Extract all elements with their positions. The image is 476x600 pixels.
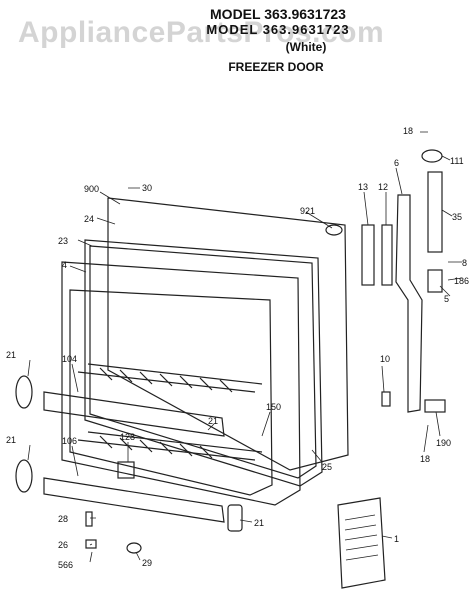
part-label-6: 6: [394, 158, 399, 168]
part-label-10: 10: [380, 354, 390, 364]
part-label-1: 1: [394, 534, 399, 544]
part-label-30: 30: [142, 183, 152, 193]
part-label-900: 900: [84, 184, 99, 194]
manual-lines: [344, 514, 379, 561]
shelf-end-cap-right: [227, 504, 243, 532]
part-label-104: 104: [62, 354, 77, 364]
leader-lines: [27, 131, 463, 563]
door-liner-inner: [69, 289, 273, 496]
hinge-strip-12: [381, 224, 393, 286]
hinge-pin-10: [381, 391, 391, 407]
part-label-106: 106: [62, 436, 77, 446]
part-label-186: 186: [454, 276, 469, 286]
hinge-block-190: [424, 399, 446, 413]
shelf-bar-upper: [43, 391, 225, 437]
part-label-566: 566: [58, 560, 73, 570]
part-label-921: 921: [300, 206, 315, 216]
color-label: (White): [285, 40, 327, 54]
part-label-13: 13: [358, 182, 368, 192]
watermark: AppliancePartsPros.com: [18, 16, 385, 49]
part-label-4: 4: [62, 260, 67, 270]
part-label-21-left-upper: 21: [6, 350, 16, 360]
part-label-26: 26: [58, 540, 68, 550]
part-label-21-left-lower: 21: [6, 435, 16, 445]
part-label-150: 150: [266, 402, 281, 412]
part-label-190: 190: [436, 438, 451, 448]
clip-128: [117, 461, 135, 479]
hinge-arm-6: [395, 194, 423, 413]
plug-29: [126, 542, 142, 554]
part-label-12: 12: [378, 182, 388, 192]
lower-shelf-ribs: [77, 431, 263, 461]
part-label-21-center: 21: [208, 416, 218, 426]
part-label-18-top: 18: [403, 126, 413, 136]
part-label-8: 8: [462, 258, 467, 268]
door-gasket-inner: [89, 245, 317, 479]
screw-26: [85, 539, 97, 549]
door-liner: [61, 261, 301, 506]
owner-manual: [337, 497, 386, 589]
part-label-111: 111: [450, 156, 464, 166]
hinge-cap-111: [421, 149, 443, 163]
part-label-25: 25: [322, 462, 332, 472]
shelf-end-cap-left-upper: [15, 375, 33, 409]
part-label-24: 24: [84, 214, 94, 224]
part-label-21-right: 21: [254, 518, 264, 528]
model-number: MODEL 363.9631723: [210, 6, 346, 22]
hinge-bar-35: [427, 171, 443, 253]
shelf-bar-lower: [43, 477, 225, 523]
diagram-title: FREEZER DOOR: [228, 60, 324, 74]
model-number-secondary: MODEL 363.9631723: [206, 22, 350, 37]
door-gasket: [84, 239, 323, 487]
door-outer-panel: [107, 197, 349, 471]
part-label-5: 5: [444, 294, 449, 304]
upper-shelf-ribs: [77, 363, 263, 393]
cap-921: [325, 224, 343, 236]
clip-28: [85, 511, 93, 527]
part-label-23: 23: [58, 236, 68, 246]
shelf-end-cap-left-lower: [15, 459, 33, 493]
part-label-35: 35: [452, 212, 462, 222]
part-label-28: 28: [58, 514, 68, 524]
hinge-strip-13: [361, 224, 375, 286]
part-label-128: 128: [120, 432, 135, 442]
part-label-18-bottom: 18: [420, 454, 430, 464]
part-label-29: 29: [142, 558, 152, 568]
hinge-bracket-5: [427, 269, 443, 293]
